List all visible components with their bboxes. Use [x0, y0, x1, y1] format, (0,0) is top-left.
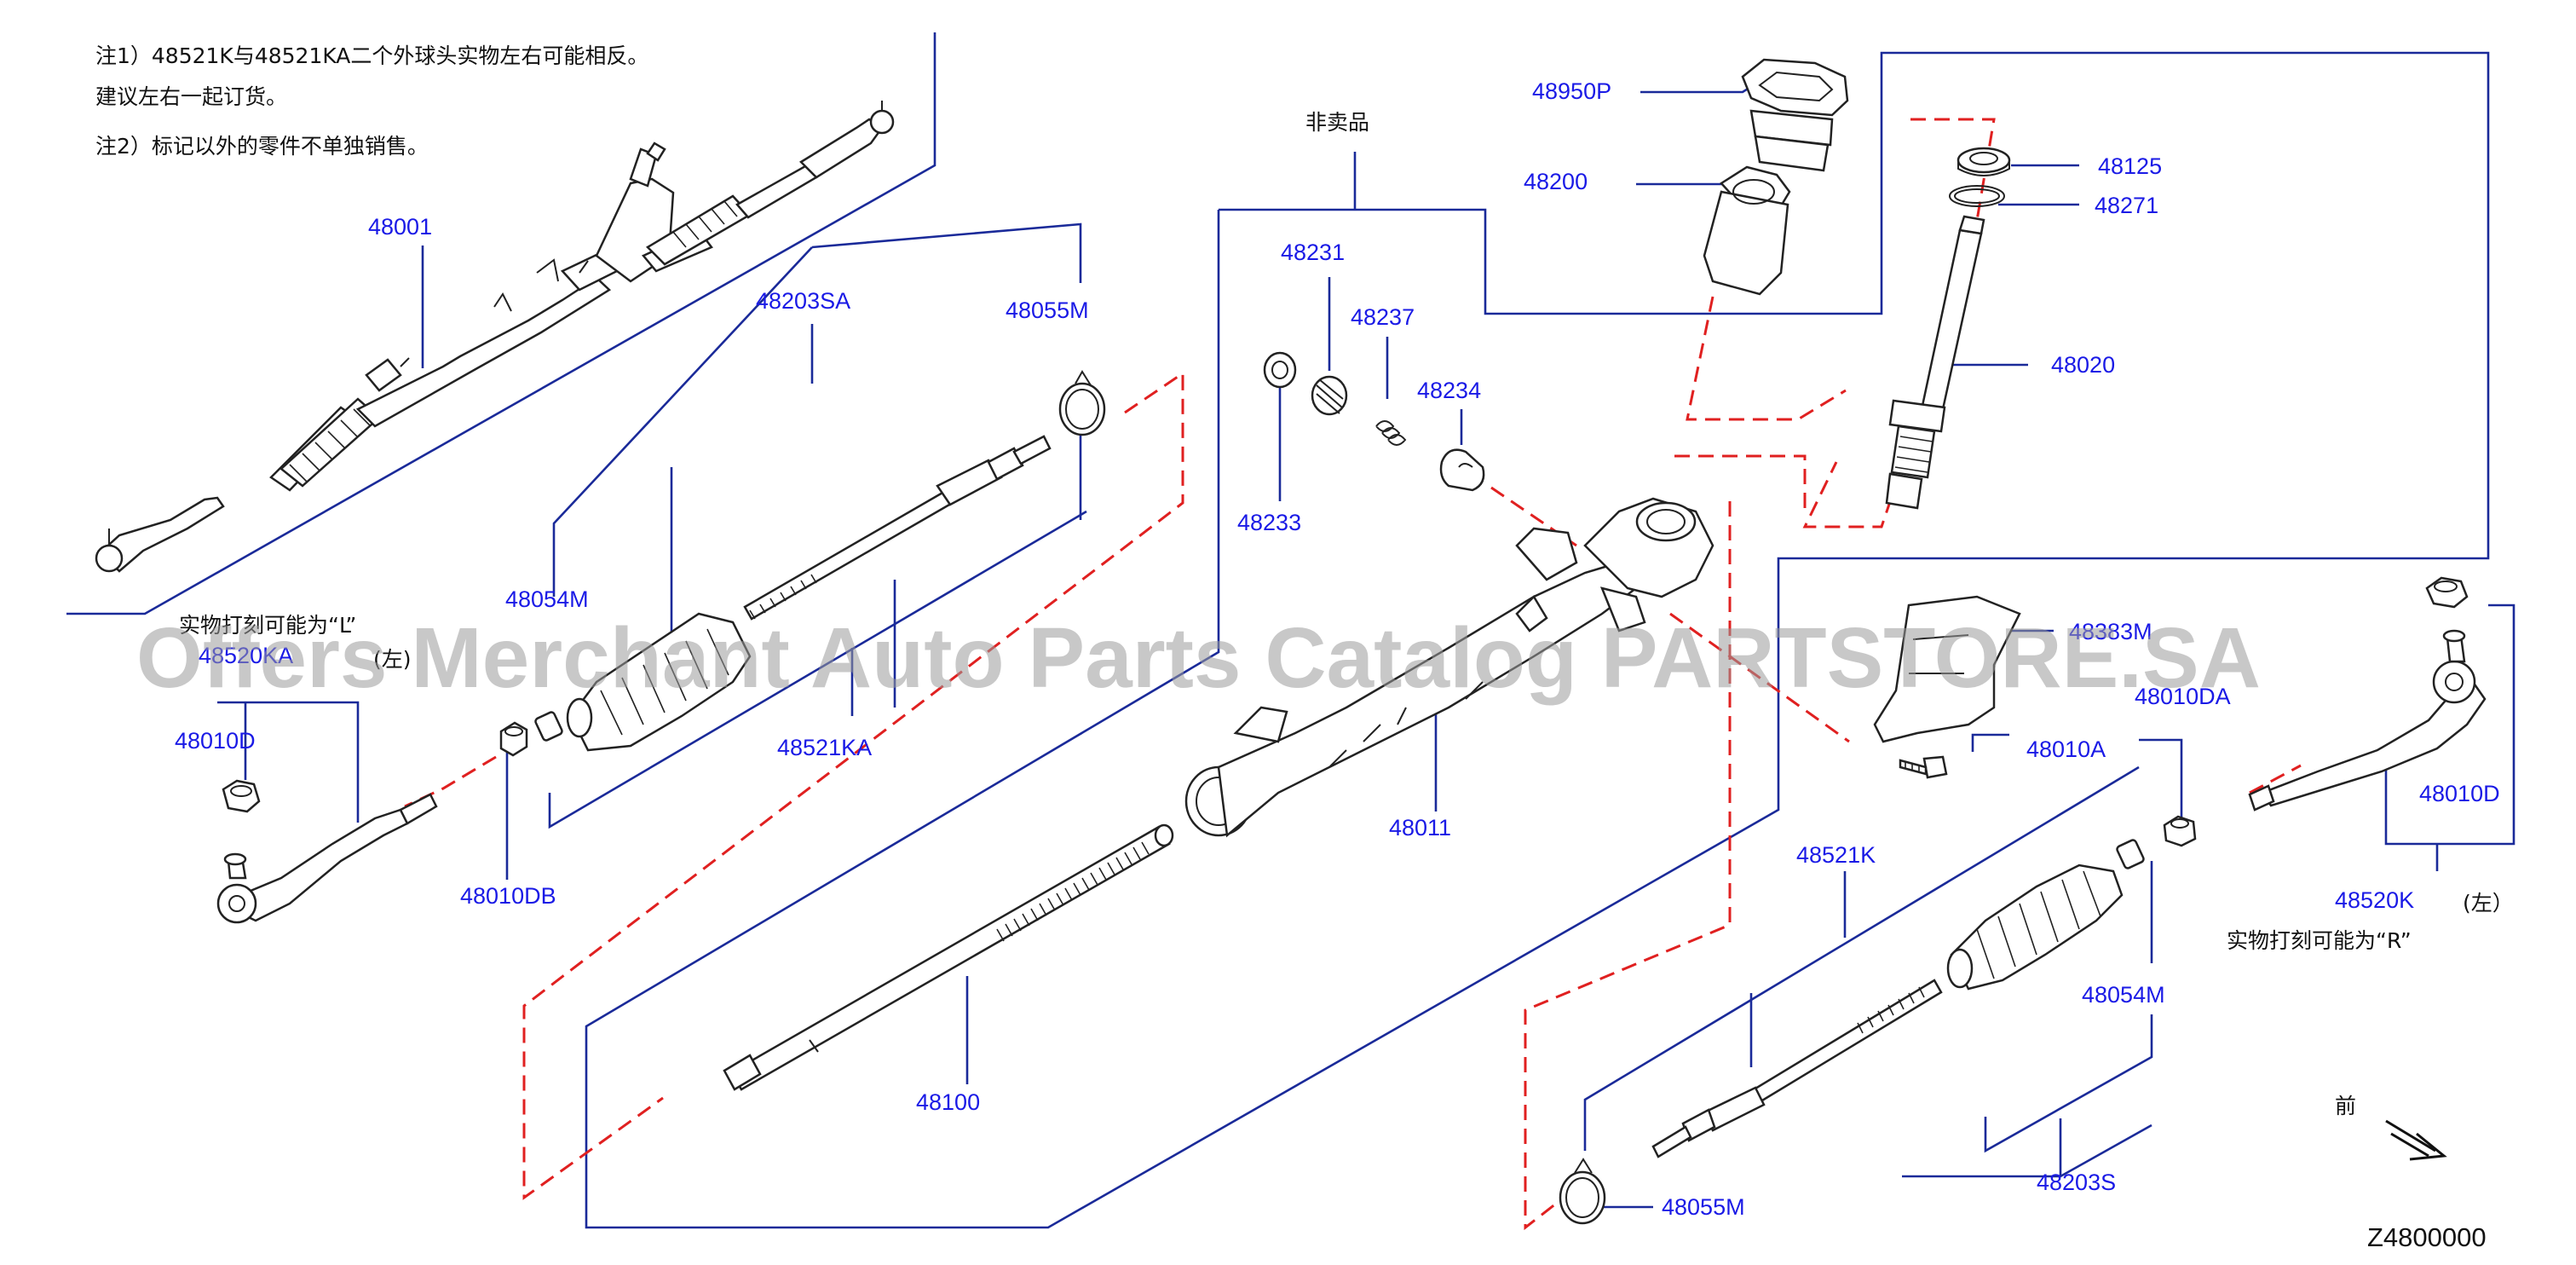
column-boot-48950P[interactable]	[1741, 58, 1849, 172]
callout-48010A[interactable]: 48010A	[2026, 736, 2106, 762]
callout-48010DB[interactable]: 48010DB	[460, 883, 556, 909]
steering-rack-48100[interactable]	[723, 823, 1174, 1091]
callout-48055M-bottom[interactable]: 48055M	[1662, 1194, 1745, 1220]
marking-L-label: 实物打刻可能为“L”	[179, 613, 356, 638]
bearing-48125[interactable]	[1956, 147, 2011, 176]
callout-48950P[interactable]: 48950P	[1532, 78, 1611, 104]
callout-48203S[interactable]: 48203S	[2037, 1170, 2116, 1195]
boot-clamp-48055M-bottom[interactable]	[1559, 1158, 1606, 1225]
annotations: 非卖品 实物打刻可能为“L” (左) (左） 实物打刻可能为“R” 前	[179, 110, 2514, 1118]
callout-48010D-left[interactable]: 48010D	[175, 728, 256, 754]
callout-48010DA[interactable]: 48010DA	[2135, 684, 2231, 709]
callout-48200[interactable]: 48200	[1524, 169, 1588, 194]
callout-48010D-right[interactable]: 48010D	[2419, 781, 2500, 806]
part-callouts: 48001 48203SA 48055M 48054M 48520KA 4801…	[175, 78, 2500, 1220]
heat-insulator-48383M[interactable]	[1873, 595, 2021, 743]
callout-48521KA[interactable]: 48521KA	[777, 735, 872, 760]
callout-48020[interactable]: 48020	[2051, 352, 2115, 378]
boot-clamp-small-right[interactable]	[2116, 839, 2145, 869]
note-1-line-1: 注1）48521K与48521KA二个外球头实物左右可能相反。	[95, 43, 648, 68]
column-cover-48200[interactable]	[1703, 165, 1791, 296]
outer-tie-rod-end-48520K[interactable]	[2248, 629, 2487, 812]
bolt-48010A[interactable]	[1899, 755, 1948, 779]
nut-48010D-left[interactable]	[222, 779, 261, 813]
gear-housing-48011[interactable]	[1184, 497, 1714, 838]
callout-48100[interactable]: 48100	[916, 1089, 980, 1115]
bushing-48233[interactable]	[1263, 351, 1297, 389]
nut-48010D-right[interactable]	[2425, 576, 2469, 609]
marking-R-label: 实物打刻可能为“R”	[2227, 928, 2412, 953]
boot-clamp-small-left[interactable]	[534, 711, 563, 742]
diagram-code: Z4800000	[2367, 1222, 2487, 1252]
callout-48054M-right[interactable]: 48054M	[2082, 982, 2165, 1008]
callout-48237[interactable]: 48237	[1351, 304, 1415, 330]
leader-lines	[66, 32, 2515, 1229]
plug-48231[interactable]	[1311, 375, 1348, 416]
retainer-48234[interactable]	[1439, 448, 1485, 492]
callout-48125[interactable]: 48125	[2098, 153, 2162, 179]
callout-48383M[interactable]: 48383M	[2069, 619, 2152, 644]
boot-clamp-48055M-top[interactable]	[1058, 370, 1106, 436]
outer-tie-rod-end-48520KA[interactable]	[216, 793, 438, 924]
callout-48055M-top[interactable]: 48055M	[1006, 297, 1089, 323]
inner-tie-rod-48521K[interactable]	[1651, 979, 1943, 1158]
lock-nut-48010DA[interactable]	[2163, 815, 2197, 847]
lock-nut-48010DB[interactable]	[499, 721, 528, 757]
note-2: 注2）标记以外的零件不单独销售。	[95, 134, 429, 159]
rack-boot-48203SA[interactable]	[566, 612, 752, 752]
spring-48237[interactable]	[1375, 420, 1407, 446]
not-for-sale-label: 非卖品	[1305, 110, 1369, 135]
pinion-shaft-48020[interactable]	[1885, 215, 1985, 510]
callout-48001[interactable]: 48001	[368, 214, 432, 240]
notes: 注1）48521K与48521KA二个外球头实物左右可能相反。 建议左右一起订货…	[95, 43, 648, 159]
callout-48234[interactable]: 48234	[1417, 378, 1481, 403]
note-1-line-2: 建议左右一起订货。	[95, 84, 287, 109]
callout-48231[interactable]: 48231	[1281, 240, 1345, 265]
steering-gear-assembly-48001[interactable]	[95, 101, 895, 573]
callout-48203SA[interactable]: 48203SA	[756, 288, 850, 314]
rack-boot-48203S[interactable]	[1946, 864, 2124, 991]
snap-ring-48271[interactable]	[1949, 185, 2005, 207]
callout-48054M-left[interactable]: 48054M	[505, 586, 589, 612]
callout-48521K[interactable]: 48521K	[1796, 842, 1876, 868]
front-label: 前	[2335, 1094, 2356, 1118]
callout-48233[interactable]: 48233	[1237, 510, 1301, 535]
watermark: Offers Merchant Auto Parts Catalog PARTS…	[136, 610, 2261, 706]
inner-tie-rod-48521KA[interactable]	[743, 435, 1052, 621]
callout-48520KA[interactable]: 48520KA	[199, 643, 293, 668]
left-label-a: (左)	[373, 647, 412, 672]
callout-48520K[interactable]: 48520K	[2335, 887, 2414, 913]
front-arrow-icon	[2385, 1119, 2447, 1161]
callout-48011[interactable]: 48011	[1389, 815, 1451, 840]
callout-48271[interactable]: 48271	[2095, 193, 2158, 218]
left-label-b: (左）	[2463, 891, 2514, 916]
